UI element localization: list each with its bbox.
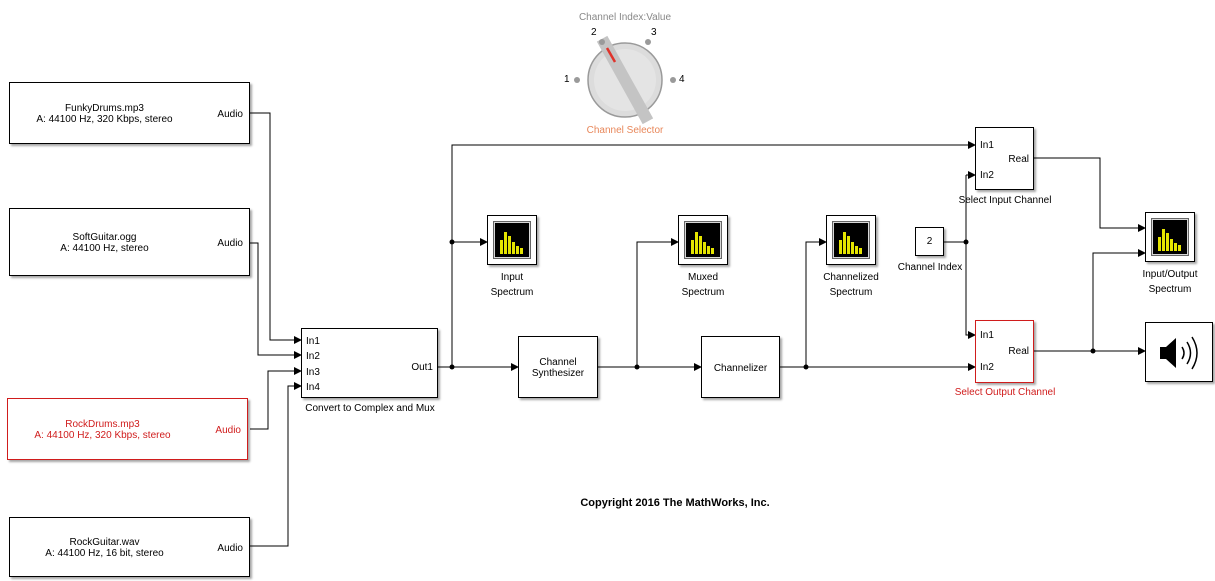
knob-tick-label-1: 1 — [564, 74, 570, 85]
select-output-channel-block[interactable]: In1 In2 Real — [975, 320, 1034, 383]
constant-value: 2 — [926, 236, 933, 247]
knob-tick-1 — [574, 77, 580, 83]
copyright-notice: Copyright 2016 The MathWorks, Inc. — [580, 497, 770, 509]
source-block-rockdrums[interactable]: RockDrums.mp3 A: 44100 Hz, 320 Kbps, ste… — [7, 398, 248, 460]
spectrum-icon — [1151, 218, 1189, 256]
knob-tick-2 — [599, 39, 605, 45]
channelized-spectrum-scope[interactable] — [826, 215, 876, 265]
channelized-spectrum-label-2: Spectrum — [829, 287, 873, 298]
select-output-label: Select Output Channel — [954, 387, 1056, 398]
input-spectrum-scope[interactable] — [487, 215, 537, 265]
source-output-port: Audio — [217, 543, 243, 554]
knob-dial[interactable] — [555, 8, 695, 138]
select-output-in2: In2 — [980, 362, 994, 373]
source-file-info: A: 44100 Hz, 320 Kbps, stereo — [36, 114, 173, 125]
mux-label: Convert to Complex and Mux — [305, 403, 435, 414]
speaker-icon — [1160, 336, 1198, 370]
muxed-spectrum-label-1: Muxed — [687, 272, 718, 283]
source-file-name: RockGuitar.wav — [69, 537, 140, 548]
knob-tick-3 — [645, 39, 651, 45]
input-output-spectrum-label-2: Spectrum — [1148, 284, 1192, 295]
source-file-name: RockDrums.mp3 — [65, 419, 140, 430]
spectrum-icon — [493, 221, 531, 259]
mux-input-port-3: In3 — [306, 367, 320, 378]
audio-device-writer-block[interactable] — [1145, 322, 1213, 382]
input-spectrum-label-2: Spectrum — [490, 287, 534, 298]
knob-tick-4 — [670, 77, 676, 83]
select-input-channel-block[interactable]: In1 In2 Real — [975, 127, 1034, 190]
spectrum-plot — [1153, 220, 1187, 254]
source-output-port: Audio — [215, 425, 241, 436]
convert-complex-mux-block[interactable]: In1 In2 In3 In4 Out1 — [301, 328, 438, 398]
mux-input-port-2: In2 — [306, 351, 320, 362]
knob-tick-label-3: 3 — [651, 27, 657, 38]
spectrum-icon — [684, 221, 722, 259]
source-file-info: A: 44100 Hz, stereo — [60, 243, 149, 254]
spectrum-plot — [495, 223, 529, 257]
synth-label-line2: Synthesizer — [531, 368, 585, 379]
select-input-in2: In2 — [980, 170, 994, 181]
select-input-label: Select Input Channel — [958, 195, 1052, 206]
source-output-port: Audio — [217, 238, 243, 249]
knob-title: Channel Index:Value — [578, 12, 672, 23]
source-output-port: Audio — [217, 109, 243, 120]
source-file-name: SoftGuitar.ogg — [72, 232, 137, 243]
spectrum-icon — [832, 221, 870, 259]
channel-selector-knob[interactable]: Channel Index:Value 1 2 3 4 Channel Sele… — [555, 8, 695, 138]
source-block-softguitar[interactable]: SoftGuitar.ogg A: 44100 Hz, stereo Audio — [9, 208, 250, 276]
channelized-spectrum-label-1: Channelized — [823, 272, 879, 283]
input-spectrum-label-1: Input — [500, 272, 524, 283]
mux-input-port-1: In1 — [306, 336, 320, 347]
source-file-info: A: 44100 Hz, 320 Kbps, stereo — [34, 430, 171, 441]
synth-label-line1: Channel — [539, 357, 577, 368]
mux-output-port: Out1 — [411, 362, 433, 373]
input-output-spectrum-scope[interactable] — [1145, 212, 1195, 262]
select-output-in1: In1 — [980, 330, 994, 341]
channel-index-label: Channel Index — [897, 262, 963, 273]
mux-input-port-4: In4 — [306, 382, 320, 393]
select-input-in1: In1 — [980, 140, 994, 151]
channel-synthesizer-block[interactable]: Channel Synthesizer — [518, 336, 598, 398]
knob-label: Channel Selector — [586, 125, 664, 136]
spectrum-plot — [686, 223, 720, 257]
knob-tick-label-4: 4 — [679, 74, 685, 85]
knob-tick-label-2: 2 — [591, 27, 597, 38]
source-block-funkydrums[interactable]: FunkyDrums.mp3 A: 44100 Hz, 320 Kbps, st… — [9, 82, 250, 144]
source-file-info: A: 44100 Hz, 16 bit, stereo — [45, 548, 164, 559]
channelizer-label: Channelizer — [713, 363, 768, 374]
source-block-rockguitar[interactable]: RockGuitar.wav A: 44100 Hz, 16 bit, ster… — [9, 517, 250, 577]
channelizer-block[interactable]: Channelizer — [701, 336, 780, 398]
select-input-out: Real — [1008, 154, 1029, 165]
muxed-spectrum-label-2: Spectrum — [681, 287, 725, 298]
input-output-spectrum-label-1: Input/Output — [1142, 269, 1198, 280]
muxed-spectrum-scope[interactable] — [678, 215, 728, 265]
spectrum-plot — [834, 223, 868, 257]
select-output-out: Real — [1008, 346, 1029, 357]
channel-index-constant[interactable]: 2 — [915, 227, 944, 256]
source-file-name: FunkyDrums.mp3 — [65, 103, 144, 114]
